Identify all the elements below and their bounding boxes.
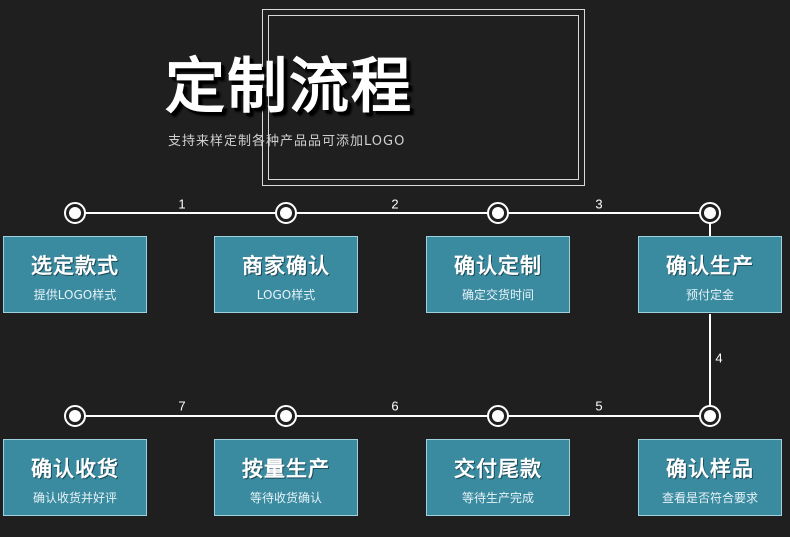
node-bottom-1 (64, 405, 86, 427)
step-card-confirm-production: 确认生产 预付定金 (638, 236, 782, 313)
step-number-6: 6 (391, 398, 399, 414)
step-card-title: 确认定制 (454, 254, 542, 278)
step-card-title: 按量生产 (242, 457, 330, 481)
step-card-subtitle: 等待生产完成 (461, 491, 534, 505)
step-card-title: 确认生产 (666, 254, 754, 278)
step-card-select-style: 选定款式 提供LOGO样式 (3, 236, 147, 313)
node-bottom-4 (699, 405, 721, 427)
node-top-4 (699, 202, 721, 224)
step-card-subtitle: 确定交货时间 (461, 288, 534, 302)
step-card-subtitle: 查看是否符合要求 (661, 491, 758, 505)
step-number-2: 2 (391, 196, 399, 212)
page-title: 定制流程 (165, 52, 413, 122)
node-bottom-3 (487, 405, 509, 427)
step-card-subtitle: LOGO样式 (256, 288, 316, 302)
step-card-confirm-custom: 确认定制 确定交货时间 (426, 236, 570, 313)
step-card-confirm-receipt: 确认收货 确认收货并好评 (3, 439, 147, 516)
node-top-2 (275, 202, 297, 224)
step-number-4: 4 (715, 350, 723, 366)
step-card-mass-production: 按量生产 等待收货确认 (214, 439, 358, 516)
node-top-3 (487, 202, 509, 224)
title-frame-outer (262, 9, 585, 186)
step-card-title: 商家确认 (242, 254, 330, 278)
step-number-1: 1 (178, 196, 186, 212)
step-card-subtitle: 等待收货确认 (249, 491, 322, 505)
step-card-title: 确认收货 (31, 457, 119, 481)
step-card-subtitle: 确认收货并好评 (32, 491, 117, 505)
step-card-title: 选定款式 (31, 254, 119, 278)
page-subtitle: 支持来样定制各种产品品可添加LOGO (168, 134, 406, 149)
step-card-title: 确认样品 (666, 457, 754, 481)
title-frame-inner (268, 15, 579, 180)
step-card-subtitle: 预付定金 (685, 288, 734, 302)
node-bottom-2 (275, 405, 297, 427)
step-card-confirm-sample: 确认样品 查看是否符合要求 (638, 439, 782, 516)
step-card-subtitle: 提供LOGO样式 (33, 288, 117, 302)
step-number-5: 5 (595, 398, 603, 414)
step-number-7: 7 (178, 398, 186, 414)
step-card-pay-balance: 交付尾款 等待生产完成 (426, 439, 570, 516)
step-card-merchant-confirm: 商家确认 LOGO样式 (214, 236, 358, 313)
step-card-title: 交付尾款 (454, 457, 542, 481)
node-top-1 (64, 202, 86, 224)
step-number-3: 3 (595, 196, 603, 212)
